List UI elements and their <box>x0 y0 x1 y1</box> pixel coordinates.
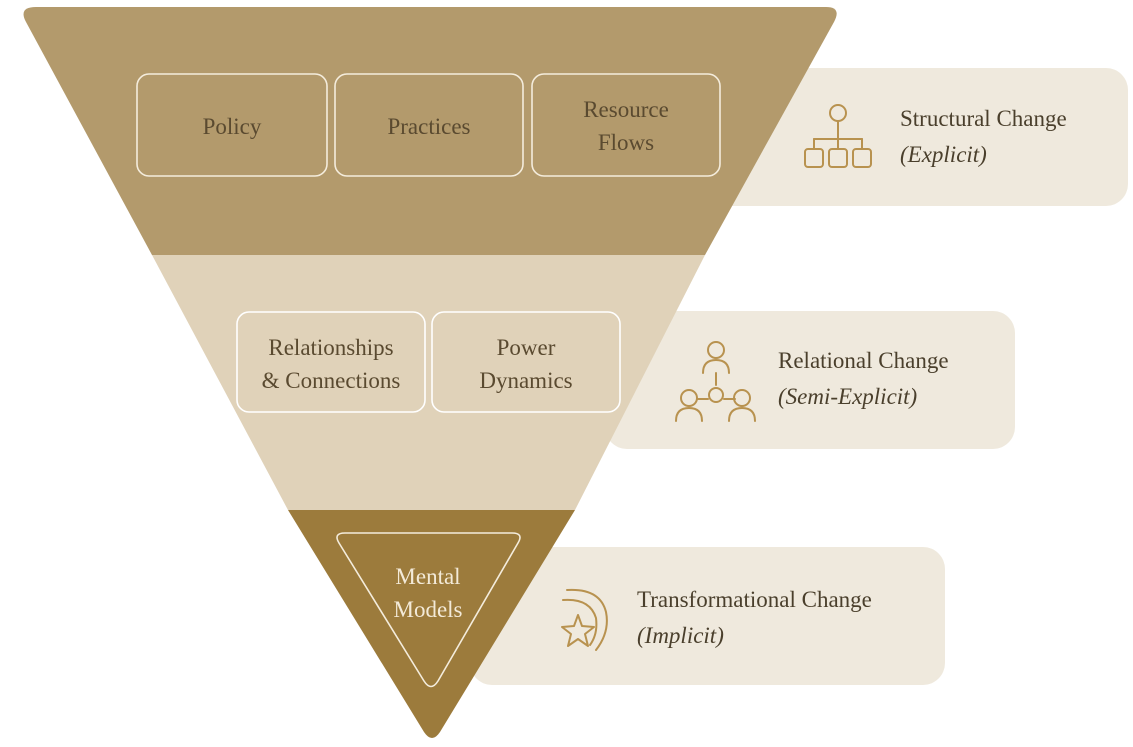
box-practices <box>334 73 524 177</box>
box-mental-models-line2: Models <box>394 597 463 622</box>
shooting-star-icon <box>561 588 608 651</box>
panel-structural <box>700 68 1128 206</box>
box-power-dynamics-line2: Dynamics <box>479 368 572 393</box>
panel-transformational-title: Transformational Change <box>637 587 872 612</box>
panel-relational <box>605 311 1015 449</box>
panel-transformational-subtitle: (Implicit) <box>637 623 724 648</box>
box-power-dynamics <box>431 311 621 413</box>
box-power-dynamics-line1: Power <box>497 335 556 360</box>
panel-transformational <box>470 547 945 685</box>
panel-relational-title: Relational Change <box>778 348 949 373</box>
people-network-icon <box>675 341 756 422</box>
box-mental-models <box>336 532 521 688</box>
panel-structural-title: Structural Change <box>900 106 1067 131</box>
box-mental-models-line1: Mental <box>395 564 460 589</box>
box-relationships-line1: Relationships <box>268 335 393 360</box>
box-relationships-line2: & Connections <box>262 368 401 393</box>
panel-relational-subtitle: (Semi-Explicit) <box>778 384 917 409</box>
org-chart-icon <box>804 104 872 168</box>
box-policy <box>136 73 328 177</box>
box-resource-flows <box>531 73 721 177</box>
box-resource-flows-line2: Flows <box>598 130 654 155</box>
box-relationships-connections <box>236 311 426 413</box>
triangle-band-relational <box>152 255 705 510</box>
box-policy-label: Policy <box>203 114 262 139</box>
triangle-band-structural <box>23 7 837 255</box>
box-resource-flows-line1: Resource <box>583 97 669 122</box>
box-practices-label: Practices <box>387 114 470 139</box>
panel-structural-subtitle: (Explicit) <box>900 142 987 167</box>
